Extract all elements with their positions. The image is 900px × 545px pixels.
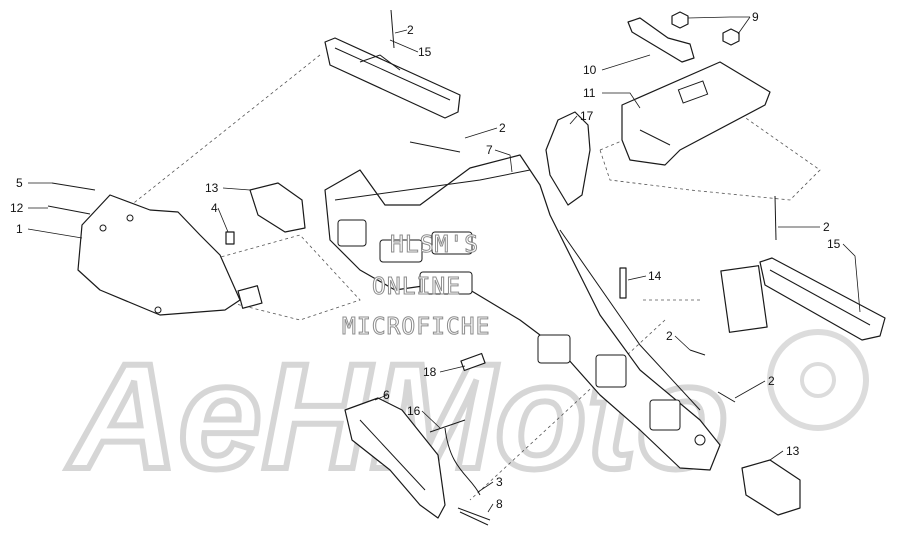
fastener-12: [47, 205, 91, 215]
callout-18: 18: [423, 365, 437, 379]
clip-upper-part: [249, 182, 306, 233]
fastener-2-right: [774, 195, 777, 241]
callout-2: 2: [768, 374, 775, 388]
block-fastener: [237, 285, 263, 309]
frame-plate-part: [324, 154, 721, 471]
ghost-chassis-outline: [599, 99, 821, 201]
callout-13: 13: [786, 444, 800, 458]
callout-15: 15: [418, 45, 432, 59]
rail-bracket-right-part: [759, 257, 886, 341]
watermark-line-1: HLSM'S: [390, 232, 479, 258]
callout-3: 3: [496, 475, 503, 489]
fastener-2-bottom: [717, 391, 736, 403]
watermark-wheel: [767, 329, 869, 431]
callout-5: 5: [16, 176, 23, 190]
callout-1: 1: [16, 222, 23, 236]
callout-9: 9: [752, 10, 759, 24]
ghost-line-2: [469, 319, 666, 501]
fastener-2-mid: [409, 141, 461, 153]
callout-13: 13: [205, 181, 219, 195]
cable-3: [444, 427, 481, 496]
callout-2: 2: [666, 329, 673, 343]
clip-lower-part: [741, 459, 801, 516]
fastener-2-lower: [689, 349, 706, 356]
nut-pair-part: [671, 11, 740, 46]
callout-2: 2: [823, 220, 830, 234]
watermark-line-2: ONLINE: [372, 274, 461, 300]
callout-4: 4: [211, 201, 218, 215]
fastener-4: [225, 231, 235, 245]
mounting-plate-part: [621, 61, 771, 166]
fastener-2-top: [390, 9, 395, 49]
leader-lines: [27, 16, 861, 513]
callout-7: 7: [486, 143, 493, 157]
fastener-5: [51, 182, 96, 191]
watermark-wheel-hub: [800, 362, 836, 398]
callout-labels: 2 15 9 10 11 17 2 7 5 13 12 4 1 2 15 14 …: [10, 10, 841, 511]
callout-12: 12: [10, 201, 24, 215]
callout-15: 15: [827, 237, 841, 251]
clip-8: [457, 507, 491, 526]
callout-6: 6: [383, 388, 390, 402]
callout-11: 11: [583, 86, 596, 100]
callout-8: 8: [496, 497, 503, 511]
small-bracket-part: [627, 17, 695, 63]
watermark-line-3: MICROFICHE: [342, 314, 490, 340]
callout-2: 2: [407, 23, 414, 37]
lower-bracket-part: [344, 397, 446, 519]
battery-block: [720, 265, 768, 333]
fastener-16: [429, 419, 466, 433]
ghost-line-1: [124, 54, 321, 211]
callout-14: 14: [648, 269, 662, 283]
cover-part: [545, 111, 591, 206]
pin-18: [460, 352, 486, 372]
side-panel-part: [77, 194, 241, 316]
callout-2: 2: [499, 121, 506, 135]
bolt-14: [619, 267, 627, 299]
callout-17: 17: [580, 109, 594, 123]
callout-16: 16: [407, 404, 421, 418]
watermark-text: HLSM'S ONLINE MICROFICHE: [342, 232, 490, 341]
rail-bracket-top-part: [324, 37, 461, 119]
callout-10: 10: [583, 63, 597, 77]
hardware-group: [47, 9, 777, 526]
